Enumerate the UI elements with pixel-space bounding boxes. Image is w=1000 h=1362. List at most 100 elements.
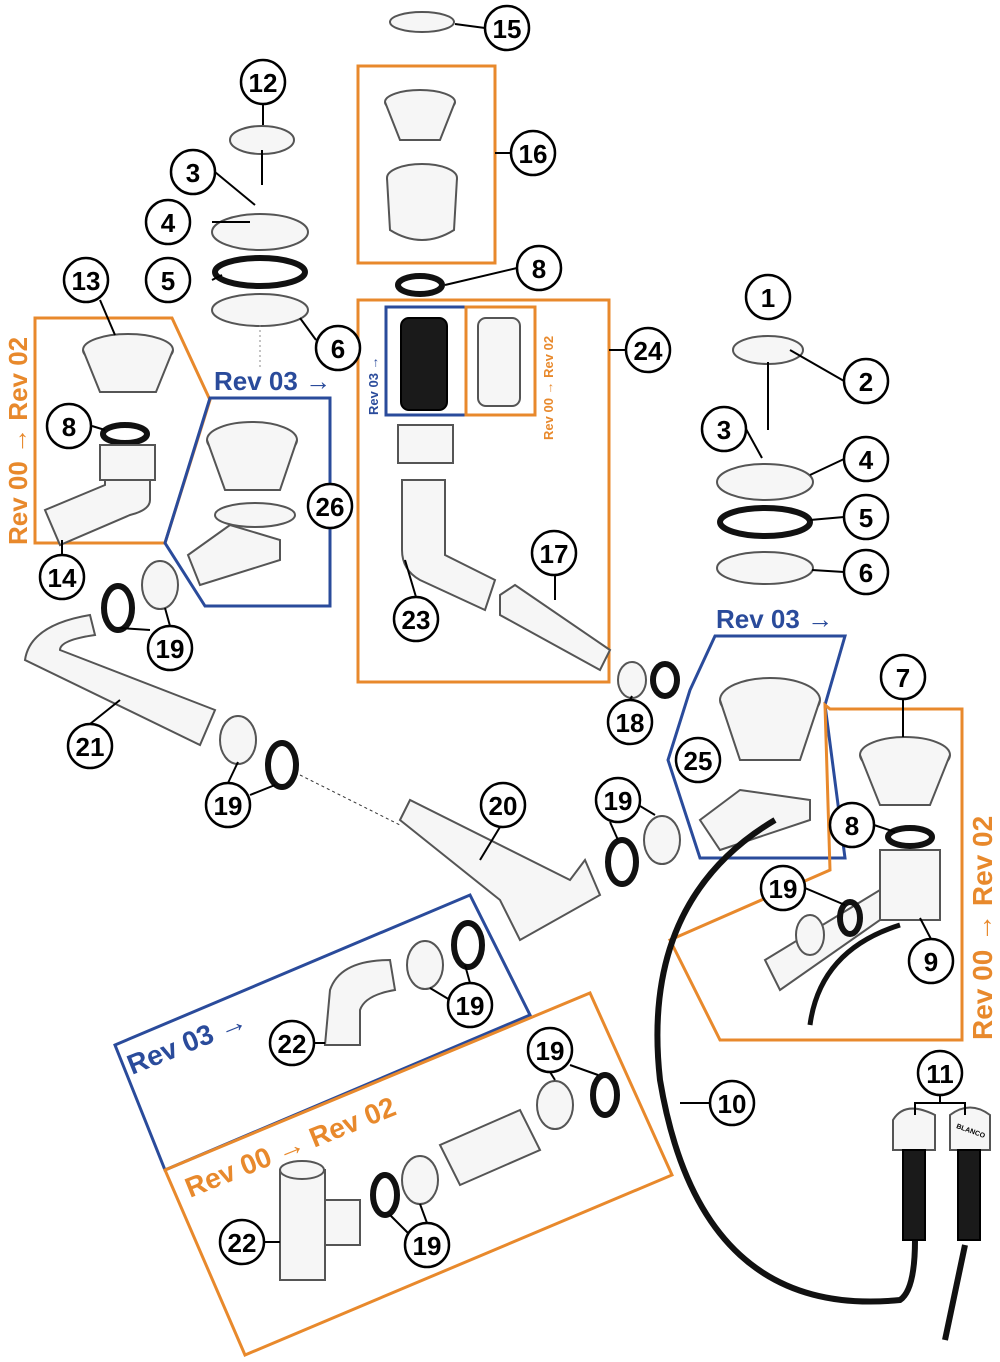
callout-part-22: 22	[218, 1218, 266, 1266]
box-rev00-insert	[464, 305, 537, 417]
box-part-16	[356, 64, 497, 265]
callout-part-19: 19	[759, 864, 807, 912]
callout-part-8: 8	[45, 402, 93, 450]
leader-line	[299, 317, 317, 341]
leader-line	[227, 761, 239, 784]
knob-11-left-stem	[902, 1149, 926, 1241]
washer-6-right	[716, 551, 814, 585]
leader-line	[919, 917, 932, 940]
callout-circle	[144, 256, 192, 304]
callout-part-10: 10	[708, 1079, 756, 1127]
basket-26-body	[206, 439, 298, 491]
callout-circle	[146, 624, 194, 672]
flange-4-right	[716, 463, 814, 501]
box-bottom-rev00	[163, 991, 674, 1357]
leader-line	[569, 1064, 599, 1076]
seal-ring	[451, 920, 485, 970]
leader-line	[873, 824, 896, 833]
callout-number: 16	[519, 139, 548, 169]
callout-number: 5	[859, 503, 873, 533]
callout-circle	[314, 324, 362, 372]
union-nut	[219, 715, 257, 765]
basket-25-body	[719, 699, 821, 761]
callout-part-13: 13	[62, 256, 110, 304]
callout-part-11: 11	[916, 1049, 964, 1097]
rev-label-left-new: Rev 03 →	[214, 366, 331, 396]
nut-24	[397, 424, 454, 464]
callout-number: 22	[278, 1029, 307, 1059]
callout-circle	[744, 273, 792, 321]
callout-circle	[45, 402, 93, 450]
callout-part-8: 8	[515, 244, 563, 292]
callout-number: 17	[540, 539, 569, 569]
callout-part-18: 18	[606, 698, 654, 746]
knob-11-right-stem	[957, 1149, 981, 1241]
box-right-rev00	[667, 701, 964, 1042]
callout-number: 19	[456, 991, 485, 1021]
overflow-9-body	[879, 849, 941, 921]
cable-11	[942, 1244, 968, 1341]
pipe-17	[499, 583, 612, 672]
callout-part-25: 25	[674, 736, 722, 784]
leader-line	[809, 516, 845, 521]
leader-line	[389, 1214, 411, 1236]
seal-8-top	[395, 273, 445, 297]
callout-number: 11	[926, 1059, 954, 1089]
callout-number: 14	[48, 563, 77, 593]
seal-5-left	[212, 255, 308, 289]
leader-line	[91, 425, 106, 431]
seal-5-right	[717, 505, 813, 539]
leader-line	[214, 171, 256, 206]
box-right-rev03	[666, 634, 847, 860]
callout-number: 18	[616, 708, 645, 738]
callout-circle	[509, 129, 557, 177]
callout-circle	[842, 493, 890, 541]
callout-circle	[239, 58, 287, 106]
basket-16	[384, 101, 456, 141]
callout-number: 19	[536, 1036, 565, 1066]
callout-circle	[708, 1079, 756, 1127]
callout-part-3: 3	[169, 148, 217, 196]
strainer-15	[389, 11, 455, 33]
callout-number: 26	[316, 492, 345, 522]
seal-ring	[650, 661, 680, 699]
union-nut	[141, 560, 179, 610]
callout-number: 2	[859, 367, 873, 397]
callout-number: 10	[718, 1089, 747, 1119]
callout-circle	[306, 482, 354, 530]
callout-circle	[144, 198, 192, 246]
leader-line	[809, 458, 845, 476]
callout-number: 7	[896, 663, 910, 693]
callout-part-19: 19	[146, 624, 194, 672]
bracket-11	[914, 1095, 966, 1115]
callout-circle	[515, 244, 563, 292]
callout-number: 3	[717, 415, 731, 445]
seal-ring	[605, 837, 639, 887]
body-16	[386, 177, 458, 241]
callout-number: 24	[634, 336, 663, 366]
basket-13-body	[82, 349, 174, 393]
leader-line	[429, 987, 451, 1001]
leader-line	[404, 559, 417, 598]
callout-circle	[403, 1221, 451, 1269]
callout-part-9: 9	[907, 937, 955, 985]
callout-circle	[479, 781, 527, 829]
strainer-1	[732, 335, 804, 365]
union-nut	[536, 1080, 574, 1130]
callout-circle	[530, 529, 578, 577]
callout-number: 19	[413, 1231, 442, 1261]
cable-10	[654, 817, 918, 1305]
callout-number: 15	[493, 14, 522, 44]
pipe-rev00	[438, 1108, 542, 1187]
callout-part-4: 4	[144, 198, 192, 246]
callout-number: 12	[249, 68, 278, 98]
seal-ring	[101, 583, 135, 633]
leader-line	[249, 784, 276, 796]
callout-part-8: 8	[828, 801, 876, 849]
callout-circle	[842, 548, 890, 596]
callout-part-6: 6	[842, 548, 890, 596]
tee-22-rev00	[279, 1169, 326, 1281]
seal-ring	[590, 1072, 620, 1118]
